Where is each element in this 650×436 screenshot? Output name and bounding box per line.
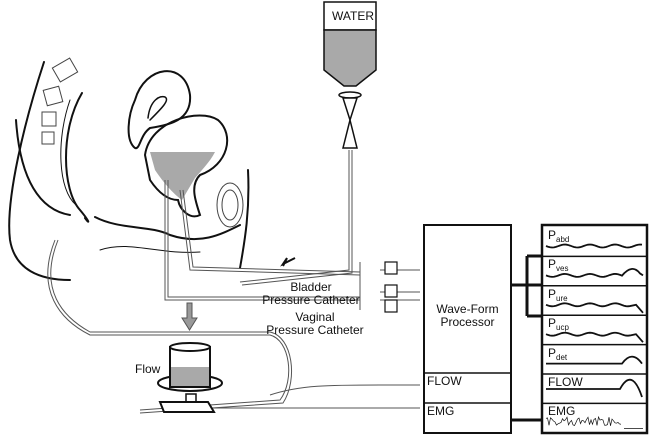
processor-flow-port: FLOW <box>427 375 462 388</box>
processor-label: Wave-Form Processor <box>424 303 511 329</box>
processor-to-panel-links <box>511 256 544 420</box>
channel-label-pabd: Pabd <box>548 228 569 242</box>
bladder-catheter-line2: Pressure Catheter <box>256 294 366 307</box>
channel-label-pure: Pure <box>548 287 568 301</box>
pubic-bone <box>217 183 243 227</box>
channel-label-pves: Pves <box>548 257 568 271</box>
connectors <box>385 262 397 312</box>
abdomen-line <box>240 170 248 268</box>
connector <box>385 300 397 312</box>
channel-label-emg: EMG <box>548 404 575 418</box>
flow-label: Flow <box>135 363 160 376</box>
spine-vertebrae <box>42 58 78 144</box>
water-label: WATER <box>332 10 374 23</box>
channel-label-pucp: Pucp <box>548 316 569 330</box>
rectum-inner <box>61 100 76 205</box>
downward-arrow-icon <box>182 303 197 330</box>
flow-arrow-icon <box>283 258 295 266</box>
perineum <box>100 247 200 253</box>
channel-label-pdet: Pdet <box>548 346 567 360</box>
vaginal-catheter-label: Vaginal Pressure Catheter <box>260 311 370 337</box>
water-bottle <box>324 2 376 148</box>
anatomy <box>9 62 248 280</box>
flow-meter <box>158 343 222 412</box>
connector <box>385 262 397 274</box>
uterus-cavity <box>148 97 167 120</box>
connector <box>385 285 397 297</box>
vaginal-catheter-line2: Pressure Catheter <box>260 324 370 337</box>
bladder-catheter-label: Bladder Pressure Catheter <box>256 281 366 307</box>
rectum-outline <box>66 93 88 222</box>
processor-emg-port: EMG <box>427 405 454 418</box>
channel-label-flow: FLOW <box>548 375 583 389</box>
processor-box <box>424 225 511 433</box>
processor-label-line2: Processor <box>424 316 511 329</box>
